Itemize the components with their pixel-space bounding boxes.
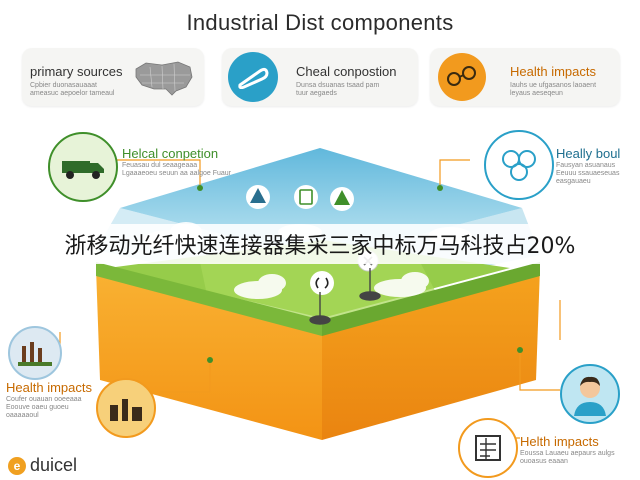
card-primary-sources-title: primary sources <box>30 64 123 79</box>
health-impacts-left-subtitle: Coufer ouauan ooeeaaa Eoouve oaeu guoeu … <box>6 396 82 419</box>
clipboard-icon <box>294 185 318 209</box>
cells-icon <box>502 150 536 181</box>
card-primary-sources-subtitle: Cpbier duonasauaaat ameasuc aepoelor tam… <box>30 82 115 97</box>
card-chem-composition-title: Cheal conpostion <box>296 64 397 79</box>
truck-icon <box>62 161 104 179</box>
card-health-impacts-top: Health impacts Iauhs ue ufgasanos laoaen… <box>430 48 620 106</box>
heally-boul-title: Heally boul <box>556 146 621 161</box>
helcal-subtitle: Feuasau dul seaageaaa Lgaaaeoeu seuun aa… <box>122 162 231 177</box>
molecule-icon <box>447 66 476 86</box>
helcal-title: Helcal conpetion <box>122 146 219 161</box>
molecule-icon-circle <box>438 53 486 101</box>
soil-layer-right <box>322 268 540 440</box>
brand-logo-text: duicel <box>30 455 78 475</box>
card-health-impacts-top-subtitle: Iauhs ue ufgasanos laoaent leyaus aeseqe… <box>510 82 597 97</box>
person-icon <box>574 376 606 416</box>
brand-logo-mark: e <box>8 456 26 475</box>
factory-icon <box>110 399 142 421</box>
us-map-icon <box>135 61 193 96</box>
pipe-icon-circle <box>228 52 278 102</box>
headline-overlay: 浙移动光纤快速连接器集采三家中标万马科技占20% <box>0 224 640 264</box>
person-icon-circle <box>560 364 620 424</box>
health-impacts-left-title: Health impacts <box>6 380 92 395</box>
document-icon-circle <box>458 418 518 478</box>
heally-boul-subtitle: Fausyan asuanaus Eeuuu ssauaeseuas easga… <box>556 162 620 185</box>
link-icon <box>310 271 334 295</box>
factory-icon-circle <box>96 378 156 438</box>
cells-icon-circle <box>484 130 554 200</box>
card-health-impacts-top-title: Health impacts <box>510 64 596 79</box>
helth-impacts-right-title: Helth impacts <box>520 434 599 449</box>
sensor-posts <box>309 268 381 325</box>
soil-layer-left <box>96 268 322 440</box>
card-primary-sources: primary sources Cpbier duonasauaaat amea… <box>22 48 204 106</box>
card-chem-composition-subtitle: Dunsa dsuanas tsaad pam tuur aegaeds <box>296 82 380 97</box>
diagram-title: Industrial Dist components <box>186 10 454 35</box>
brand-logo: e duicel <box>8 455 77 476</box>
card-chem-composition: Cheal conpostion Dunsa dsuanas tsaad pam… <box>222 48 418 106</box>
industry-icon-circle <box>8 326 62 380</box>
truck-icon-circle <box>48 132 118 202</box>
tree-icon <box>330 187 354 211</box>
warning-icon <box>246 185 270 209</box>
helth-impacts-right-subtitle: Eoussa Lauaeu aepaurs aulgs ouoasus eaaa… <box>520 450 615 465</box>
pipe-icon <box>238 67 269 89</box>
industry-icon <box>18 342 52 366</box>
document-icon <box>475 435 501 461</box>
